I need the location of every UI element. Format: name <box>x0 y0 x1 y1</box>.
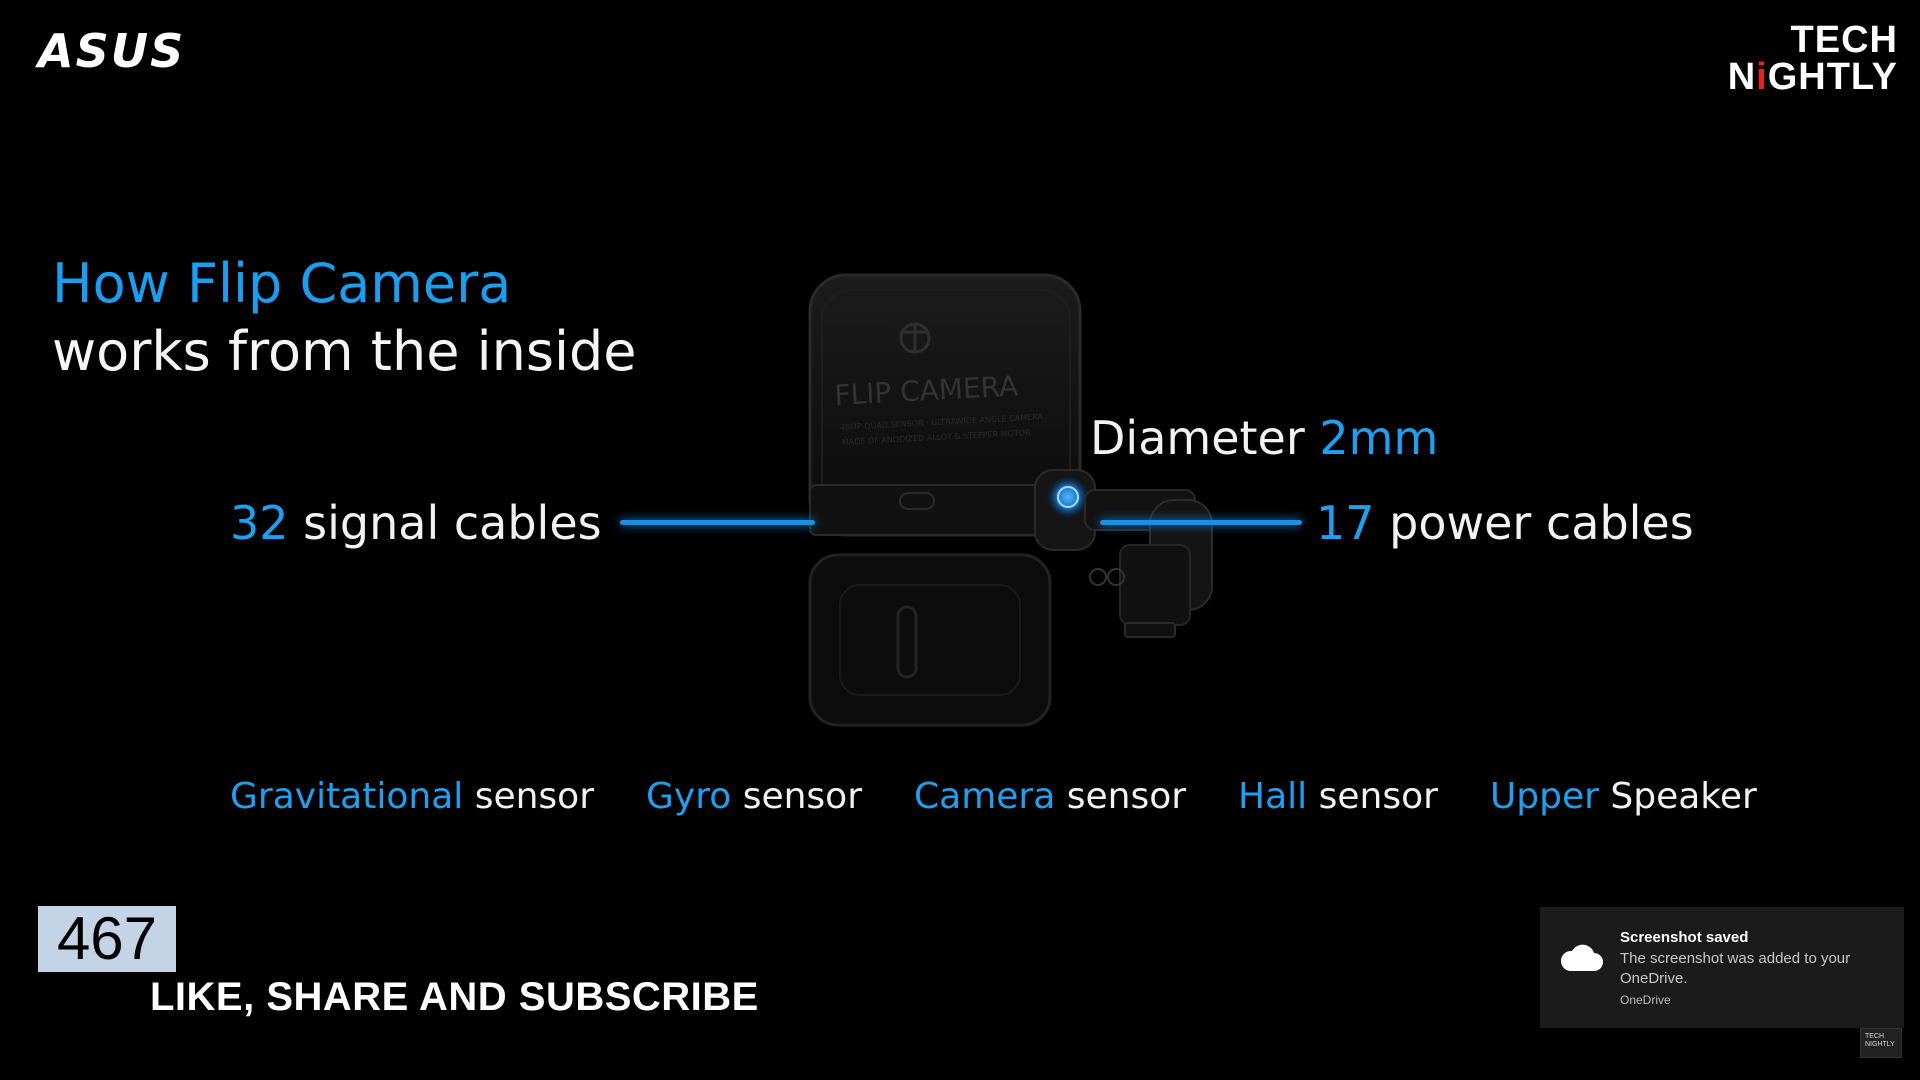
sensor-rest: sensor <box>731 776 863 817</box>
sensor-rest: Speaker <box>1598 776 1757 817</box>
sensor-item: Upper Speaker <box>1490 772 1757 822</box>
sensor-rest: sensor <box>1055 776 1187 817</box>
sensor-accent: Gravitational <box>230 776 464 817</box>
diameter-value: 2mm <box>1319 411 1439 465</box>
sensor-item: Gyro sensor <box>646 772 862 822</box>
diameter-callout: Diameter 2mm <box>1090 410 1438 466</box>
flip-camera-illustration: FLIP CAMERA 48MP QUAD SENSOR · ULTRAWIDE… <box>780 255 1280 735</box>
cloud-icon <box>1560 944 1603 971</box>
asus-logo-text: ASUS <box>38 24 186 78</box>
flip-camera-drawing: FLIP CAMERA 48MP QUAD SENSOR · ULTRAWIDE… <box>808 273 1213 727</box>
sensor-accent: Upper <box>1489 776 1599 817</box>
signal-cable-pointer-line <box>620 520 815 525</box>
toast-app-name: OneDrive <box>1620 993 1671 1007</box>
sensor-accent: Camera <box>914 776 1056 817</box>
power-cables-callout: 17 power cables <box>1316 495 1694 551</box>
asus-logo: ASUS <box>38 28 206 74</box>
headline-line2: works from the inside <box>52 320 637 383</box>
sensor-accent: Hall <box>1238 776 1308 817</box>
onedrive-toast[interactable]: Screenshot saved The screenshot was adde… <box>1540 907 1904 1028</box>
video-counter: 467 <box>38 906 176 972</box>
sensor-item: Camera sensor <box>914 772 1186 822</box>
toast-body: The screenshot was added to your OneDriv… <box>1620 950 1851 987</box>
diameter-label: Diameter <box>1090 411 1320 465</box>
slide-headline: How Flip Camera works from the inside <box>52 250 636 386</box>
power-cable-pointer-line <box>1100 520 1302 525</box>
sensor-accent: Gyro <box>646 776 732 817</box>
sensor-rest: sensor <box>1307 776 1438 817</box>
sensor-rest: sensor <box>463 776 595 817</box>
tech-nightly-line2: NiGHTLY <box>1728 58 1898 96</box>
power-cable-label: power cables <box>1374 496 1694 550</box>
toast-title: Screenshot saved <box>1620 929 1749 946</box>
tech-nightly-line1: TECH <box>1790 19 1898 61</box>
sensor-item: Gravitational sensor <box>230 772 594 822</box>
sensor-item: Hall sensor <box>1238 772 1438 822</box>
signal-cables-callout: 32 signal cables <box>230 495 602 551</box>
tray-thumbnail[interactable]: TECH NIGHTLY <box>1860 1028 1902 1058</box>
subscribe-cta: LIKE, SHARE AND SUBSCRIBE <box>150 975 759 1019</box>
signal-cable-label: signal cables <box>288 496 602 550</box>
signal-cable-count: 32 <box>230 496 289 550</box>
tech-nightly-i: i <box>1756 56 1768 98</box>
tech-nightly-n: N <box>1727 56 1757 98</box>
tech-nightly-logo: TECH NiGHTLY <box>1728 19 1898 96</box>
sensor-list: Gravitational sensor Gyro sensor Camera … <box>230 772 1757 822</box>
tech-nightly-rest: GHTLY <box>1767 56 1898 98</box>
tray-thumbnail-label: TECH NIGHTLY <box>1865 1033 1895 1048</box>
headline-line1: How Flip Camera <box>52 252 512 315</box>
power-cable-count: 17 <box>1316 496 1375 550</box>
